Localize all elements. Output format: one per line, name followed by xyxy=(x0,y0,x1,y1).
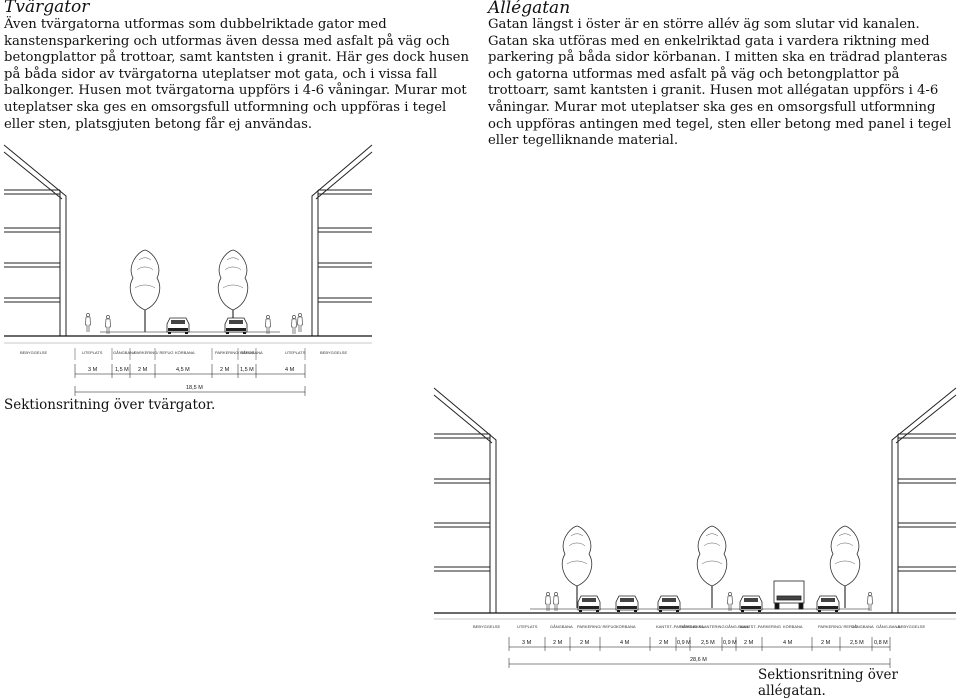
car-icon xyxy=(816,595,840,613)
right-building-west xyxy=(433,387,497,614)
section-drawings: BEBYGGELSE UTEPLATS GÅNGBANA PARKERING/ … xyxy=(3,144,957,668)
zone-label: PARKERING/ REFUG xyxy=(215,350,255,355)
zone-label: PARKERING/ REFUG xyxy=(134,350,174,355)
person-icon xyxy=(867,592,873,612)
dimension-value: 2 M xyxy=(553,640,563,646)
dimension-value: 2 M xyxy=(744,640,754,646)
dimension-value: 4,5 M xyxy=(176,367,190,373)
left-building-east xyxy=(311,144,373,337)
car-icon xyxy=(739,595,763,613)
zone-label: KANTST.-PARKERING xyxy=(656,624,697,629)
left-dimensions: 3 M 1,5 M 2 M 4,5 M 2 M 1,5 M 4 M xyxy=(88,367,295,373)
left-building-west xyxy=(3,144,67,337)
dimension-value: 4 M xyxy=(620,640,630,646)
car-icon xyxy=(166,317,190,335)
zone-label: KÖRBANA xyxy=(175,350,195,355)
zone-label: BEBYGGELSE xyxy=(473,624,500,629)
zone-label: KÖRBANA xyxy=(616,624,636,629)
dimension-value: 1,5 M xyxy=(240,367,254,373)
zone-label: PARKERING/ REFUG xyxy=(818,624,858,629)
dimension-value: 0,9 M xyxy=(723,640,737,646)
paragraph-allegatan: Gatan längst i öster är en större allév … xyxy=(488,17,952,149)
zone-label: GÅNGBANA xyxy=(113,350,136,355)
caption-tvargator: Sektionsritning över tvärgator. xyxy=(4,397,216,413)
right-section-drawing: BEBYGGELSE UTEPLATS GÅNGBANA PARKERING/ … xyxy=(433,387,957,668)
right-zone-labels: BEBYGGELSE UTEPLATS GÅNGBANA PARKERING/ … xyxy=(473,624,925,629)
dimension-value: 2,5 M xyxy=(701,640,715,646)
left-zone-labels: BEBYGGELSE UTEPLATS GÅNGBANA PARKERING/ … xyxy=(20,350,347,355)
dimension-value: 3 M xyxy=(88,367,98,373)
person-icon xyxy=(265,315,271,335)
car-icon xyxy=(615,595,639,613)
zone-label: BEBYGGELSE xyxy=(898,624,925,629)
zone-label: GÅNGBANA xyxy=(550,624,573,629)
zone-label: UTEPLATS xyxy=(82,350,103,355)
zone-label: UTEPLATS xyxy=(285,350,306,355)
zone-label: GÅNG-BANA xyxy=(876,624,900,629)
person-icon xyxy=(297,313,303,333)
person-icon xyxy=(85,313,91,333)
dimension-value: 2,5 M xyxy=(850,640,864,646)
person-icon xyxy=(291,315,297,335)
zone-label: BEBYGGELSE xyxy=(20,350,47,355)
zone-label: KANTST.-PARKERING xyxy=(740,624,781,629)
right-dimensions: 3 M 2 M 2 M 4 M 2 M 0,9 M 2,5 M 0,9 M 2 … xyxy=(522,640,888,646)
person-icon xyxy=(727,592,733,612)
total-dimension: 28,6 M xyxy=(690,657,707,663)
zone-label: GÅNG-BANA xyxy=(725,624,749,629)
dimension-value: 0,9 M xyxy=(677,640,691,646)
car-icon xyxy=(577,595,601,613)
zone-label: UTEPLATS xyxy=(517,624,538,629)
zone-label: GÅNGBANA xyxy=(240,350,263,355)
right-building-east xyxy=(891,387,957,614)
dimension-value: 2 M xyxy=(821,640,831,646)
tree-icon xyxy=(129,249,161,333)
person-icon xyxy=(545,592,551,612)
car-icon xyxy=(657,595,681,613)
heading-tvargator: Tvärgator xyxy=(4,0,90,17)
person-icon xyxy=(553,592,559,612)
zone-label: PLANTERING xyxy=(699,624,725,629)
dimension-value: 2 M xyxy=(659,640,669,646)
total-dimension: 18,5 M xyxy=(186,385,203,391)
zone-label: KÖRBANA xyxy=(783,624,803,629)
dimension-value: 0,8 M xyxy=(874,640,888,646)
dimension-value: 2 M xyxy=(138,367,148,373)
dimension-value: 2 M xyxy=(220,367,230,373)
dimension-value: 4 M xyxy=(285,367,295,373)
dimension-value: 2 M xyxy=(580,640,590,646)
left-section-drawing: BEBYGGELSE UTEPLATS GÅNGBANA PARKERING/ … xyxy=(3,144,373,396)
dimension-value: 1,5 M xyxy=(115,367,129,373)
heading-allegatan: Allégatan xyxy=(488,0,571,18)
person-icon xyxy=(105,315,111,335)
tree-icon xyxy=(696,525,728,609)
truck-icon xyxy=(773,580,805,610)
zone-label: PARKERING/ REFUG xyxy=(577,624,617,629)
paragraph-tvargator: Även tvärgatorna utformas som dubbelrikt… xyxy=(4,17,469,132)
dimension-value: 3 M xyxy=(522,640,532,646)
zone-label: GÅNGBANA xyxy=(851,624,874,629)
car-icon xyxy=(224,317,248,335)
zone-label: BEBYGGELSE xyxy=(320,350,347,355)
zone-label: GÅNG-BANA xyxy=(680,624,704,629)
caption-allegatan: Sektionsritning över allégatan. xyxy=(758,667,898,699)
dimension-value: 4 M xyxy=(783,640,793,646)
